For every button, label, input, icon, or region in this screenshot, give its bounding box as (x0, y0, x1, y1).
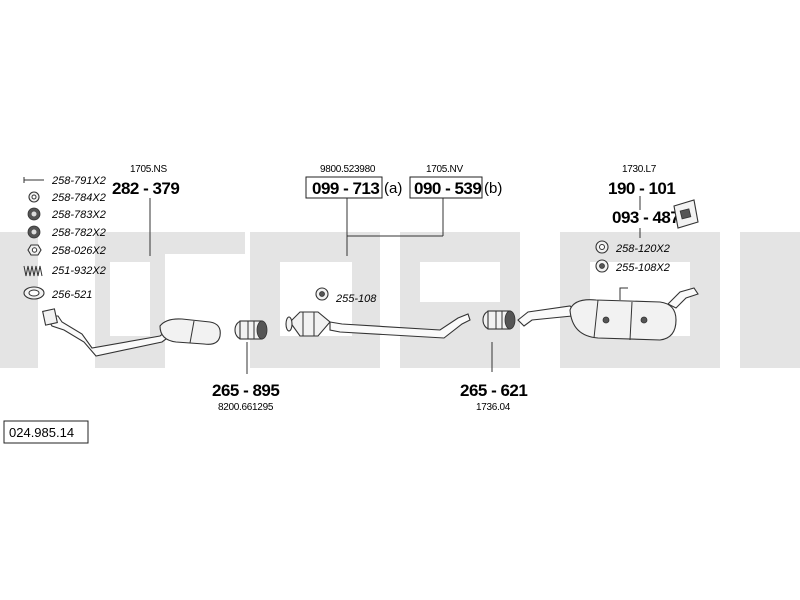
spring-icon (23, 265, 43, 277)
middle-pipe-drawing (329, 313, 471, 339)
front-clamp-code: 265 - 895 (212, 381, 279, 400)
middle-pipe-oe: 1705.NV (426, 164, 463, 175)
front-pipe-code: 282 - 379 (112, 179, 179, 198)
middle-pipe-code-box (409, 176, 483, 199)
rear-mount-code: 093 - 487 (612, 208, 679, 227)
catalyst-leaders (346, 196, 444, 256)
gasket-icon (23, 286, 45, 300)
middle-pipe-code: 090 - 539 (414, 179, 481, 198)
catalyst-oe: 9800.523980 (320, 164, 376, 175)
rear-clamp-oe: 1736.04 (476, 402, 511, 413)
rear-ring-drawing (595, 240, 609, 254)
catalyst-code-box (305, 176, 383, 199)
bolt-icon (23, 177, 44, 183)
rear-clamp-drawing (482, 310, 516, 330)
front-pipe-drawing (42, 308, 221, 357)
rear-mount-rubber-code: 255-108X2 (615, 262, 670, 274)
hardware-list: 258-791X2 258-784X2 258-783X2 258-782X2 … (23, 175, 106, 301)
hardware-code-7: 256-521 (51, 289, 92, 301)
front-clamp-drawing (234, 320, 268, 340)
rear-silencer-drawing (517, 287, 699, 341)
watermark-logo (0, 232, 800, 368)
hardware-code-5: 258-026X2 (51, 245, 106, 257)
catalyst-code: 099 - 713 (312, 179, 379, 198)
rear-clamp-code: 265 - 621 (460, 381, 527, 400)
hardware-code-1: 258-791X2 (51, 175, 106, 187)
rear-rubber-mount-drawing (595, 259, 609, 273)
front-pipe-oe: 1705.NS (130, 164, 167, 175)
rear-silencer-oe: 1730.L7 (622, 164, 657, 175)
rear-ring-code: 258-120X2 (615, 243, 670, 255)
reference-number: 024.985.14 (9, 425, 74, 440)
nut-icon (27, 225, 41, 239)
rear-silencer-code: 190 - 101 (608, 179, 675, 198)
hardware-code-2: 258-784X2 (51, 192, 106, 204)
hardware-code-4: 258-782X2 (51, 227, 106, 239)
rear-mount-drawing (673, 199, 699, 229)
washer-icon (28, 191, 40, 203)
reference-box (3, 420, 89, 444)
middle-mount-drawing (315, 287, 329, 301)
front-clamp-oe: 8200.661295 (218, 402, 274, 413)
hardware-code-3: 258-783X2 (51, 209, 106, 221)
nut-icon (27, 207, 41, 221)
hardware-code-6: 251-932X2 (51, 265, 106, 277)
middle-pipe-variant: (b) (484, 180, 502, 197)
middle-mount-code: 255-108 (335, 293, 377, 305)
hex-nut-icon (27, 244, 42, 256)
catalyst-variant: (a) (384, 180, 402, 197)
